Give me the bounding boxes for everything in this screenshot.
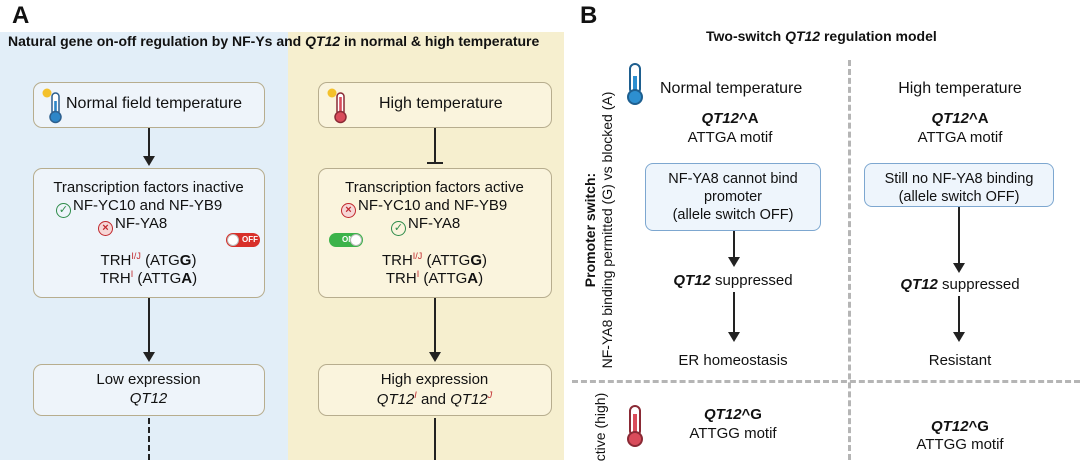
thermometer-hot-icon [327, 88, 347, 124]
high-temp-header: High temperature [898, 80, 1022, 97]
normal-outcome: ER homeostasis [678, 352, 788, 369]
normal-motif-g: ATTGG motif [689, 425, 777, 442]
check-circle-icon: ✓ [56, 203, 71, 218]
thermometer-cold-icon [627, 63, 643, 105]
high-motif-g: ATTGG motif [916, 436, 1004, 453]
high-binding-box: Still no NF-YA8 binding (allele switch O… [864, 163, 1054, 207]
cross-circle-icon: × [98, 221, 113, 236]
b-normal-arrow-1-head [728, 257, 740, 267]
high-expression-box: High expression QT12I and QT12J [318, 364, 552, 416]
high-condition-label: High temperature [379, 95, 503, 112]
normal-allele-g: QT12^G [704, 406, 762, 423]
normal-binding-box: NF-YA8 cannot bind promoter (allele swit… [645, 163, 821, 231]
high-binding-line-2: (allele switch OFF) [898, 189, 1020, 205]
normal-arrow-2-head [143, 352, 155, 362]
high-tf-box: Transcription factors active ×NF-YC10 an… [318, 168, 552, 298]
normal-tf-item-1: ✓NF-YC10 and NF-YB9 [56, 197, 222, 218]
normal-tf-item-2: ×NF-YA8 [98, 215, 167, 236]
thermometer-hot-icon [627, 405, 643, 447]
check-circle-icon: ✓ [391, 221, 406, 236]
normal-binding-line-1: NF-YA8 cannot bind [668, 171, 798, 187]
normal-binding-line-2: promoter [703, 189, 763, 205]
normal-trh-2: TRHI (ATTGA) [99, 269, 198, 287]
high-allele-g: QT12^G [931, 418, 989, 435]
thermometer-sun-icon [42, 88, 62, 124]
b-high-arrow-1-head [953, 263, 965, 273]
cross-circle-icon: × [341, 203, 356, 218]
high-trh-2: TRHI (ATTGA) [385, 269, 484, 287]
normal-expression-label: Low expression [96, 371, 201, 388]
normal-trh-1: TRHI/J (ATGG) [100, 251, 197, 269]
normal-condition-label: Normal field temperature [66, 95, 243, 112]
side-label-bottom: ctive (high) [592, 392, 608, 462]
normal-arrow-2 [148, 298, 150, 352]
high-suppressed: QT12 suppressed [900, 276, 1020, 293]
high-binding-line-1: Still no NF-YA8 binding [884, 171, 1034, 187]
normal-tf-box: Transcription factors inactive ✓NF-YC10 … [33, 168, 265, 298]
high-trh-1: TRHI/J (ATTGG) [381, 251, 488, 269]
panel-a-letter: A [12, 2, 30, 29]
promoter-switch-side-label: Promoter switch: NF-YA8 binding permitte… [582, 91, 615, 369]
normal-motif-a: ATTGA motif [687, 129, 773, 146]
toggle-switch-icon: OFF [226, 233, 260, 247]
row-divider [572, 380, 1080, 383]
b-high-arrow-2-head [953, 332, 965, 342]
normal-expression-box: Low expression QT12 [33, 364, 265, 416]
b-normal-arrow-1 [733, 231, 735, 257]
b-high-arrow-1 [958, 207, 960, 263]
normal-arrow-1 [148, 128, 150, 156]
normal-expression-gene: QT12 [129, 390, 168, 407]
toggle-switch-icon: ON [329, 233, 363, 247]
column-divider [848, 60, 851, 460]
high-arrow-2 [434, 298, 436, 352]
high-continue-line [434, 418, 436, 460]
b-normal-arrow-2-head [728, 332, 740, 342]
high-tf-item-1: ×NF-YC10 and NF-YB9 [341, 197, 507, 218]
normal-binding-line-3: (allele switch OFF) [672, 207, 794, 223]
toggle-knob [227, 234, 239, 246]
panel-b-heading: Two-switch QT12 regulation model [706, 28, 937, 44]
b-high-arrow-2 [958, 296, 960, 332]
normal-dotted-line [148, 418, 150, 460]
normal-condition-box: Normal field temperature [33, 82, 265, 128]
normal-temp-header: Normal temperature [660, 80, 803, 97]
panel-b-letter: B [580, 2, 598, 29]
normal-suppressed: QT12 suppressed [673, 272, 793, 289]
normal-allele-a: QT12^A [701, 110, 759, 127]
panel-a-heading: Natural gene on-off regulation by NF-Ys … [8, 33, 540, 49]
high-outcome: Resistant [928, 352, 992, 369]
high-inhibit-line [434, 128, 436, 162]
high-tf-item-2: ✓NF-YA8 [391, 215, 460, 236]
high-motif-a: ATTGA motif [917, 129, 1003, 146]
normal-arrow-1-head [143, 156, 155, 166]
high-allele-a: QT12^A [931, 110, 989, 127]
high-expression-genes: QT12I and QT12J [376, 390, 493, 408]
high-condition-box: High temperature [318, 82, 552, 128]
high-expression-label: High expression [380, 371, 489, 388]
high-tf-title: Transcription factors active [345, 179, 524, 196]
normal-tf-title: Transcription factors inactive [53, 179, 244, 196]
high-inhibit-bar [427, 162, 443, 164]
high-arrow-2-head [429, 352, 441, 362]
b-normal-arrow-2 [733, 292, 735, 332]
toggle-knob [350, 234, 362, 246]
